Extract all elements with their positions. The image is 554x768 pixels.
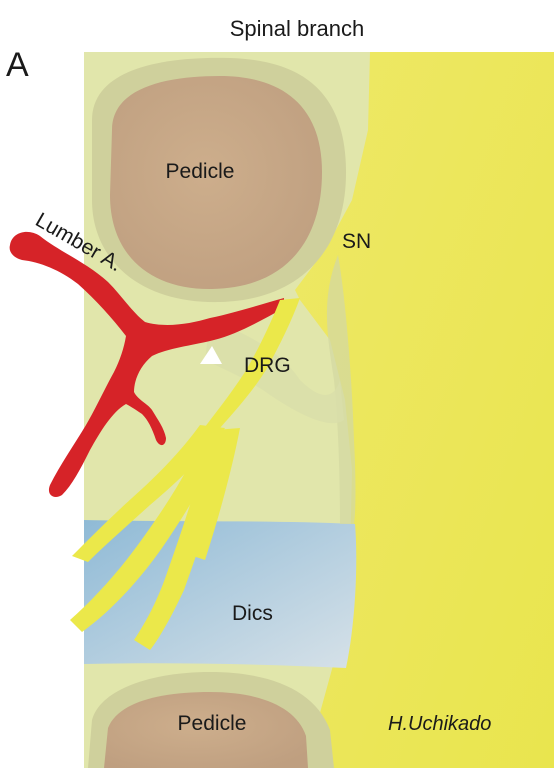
disc [84,520,357,668]
nerve-rootlet-2 [70,430,228,632]
spinal-nerve-band [326,255,356,524]
ganglion-label: DRG [244,354,291,377]
lumbar-artery [9,231,285,497]
nerve-rootlet-1 [72,425,225,562]
nerve-rootlet-4 [190,428,240,560]
disc-label: Dics [232,602,273,625]
nerve-rootlet-upper [195,298,300,440]
pedicle-upper-label: Pedicle [166,160,235,183]
pedicle-lower [104,692,308,768]
dural-sleeve [205,320,344,424]
pedicle-lower-label: Pedicle [178,712,247,735]
spinal-nerve-label: SN [342,230,371,253]
pedicle-upper [110,76,322,290]
arrowhead-marker [200,346,222,364]
figure-title: Spinal branch [230,16,365,41]
author-signature: H.Uchikado [388,713,491,735]
panel-letter: A [6,46,29,84]
nerve-root-region [295,52,554,768]
